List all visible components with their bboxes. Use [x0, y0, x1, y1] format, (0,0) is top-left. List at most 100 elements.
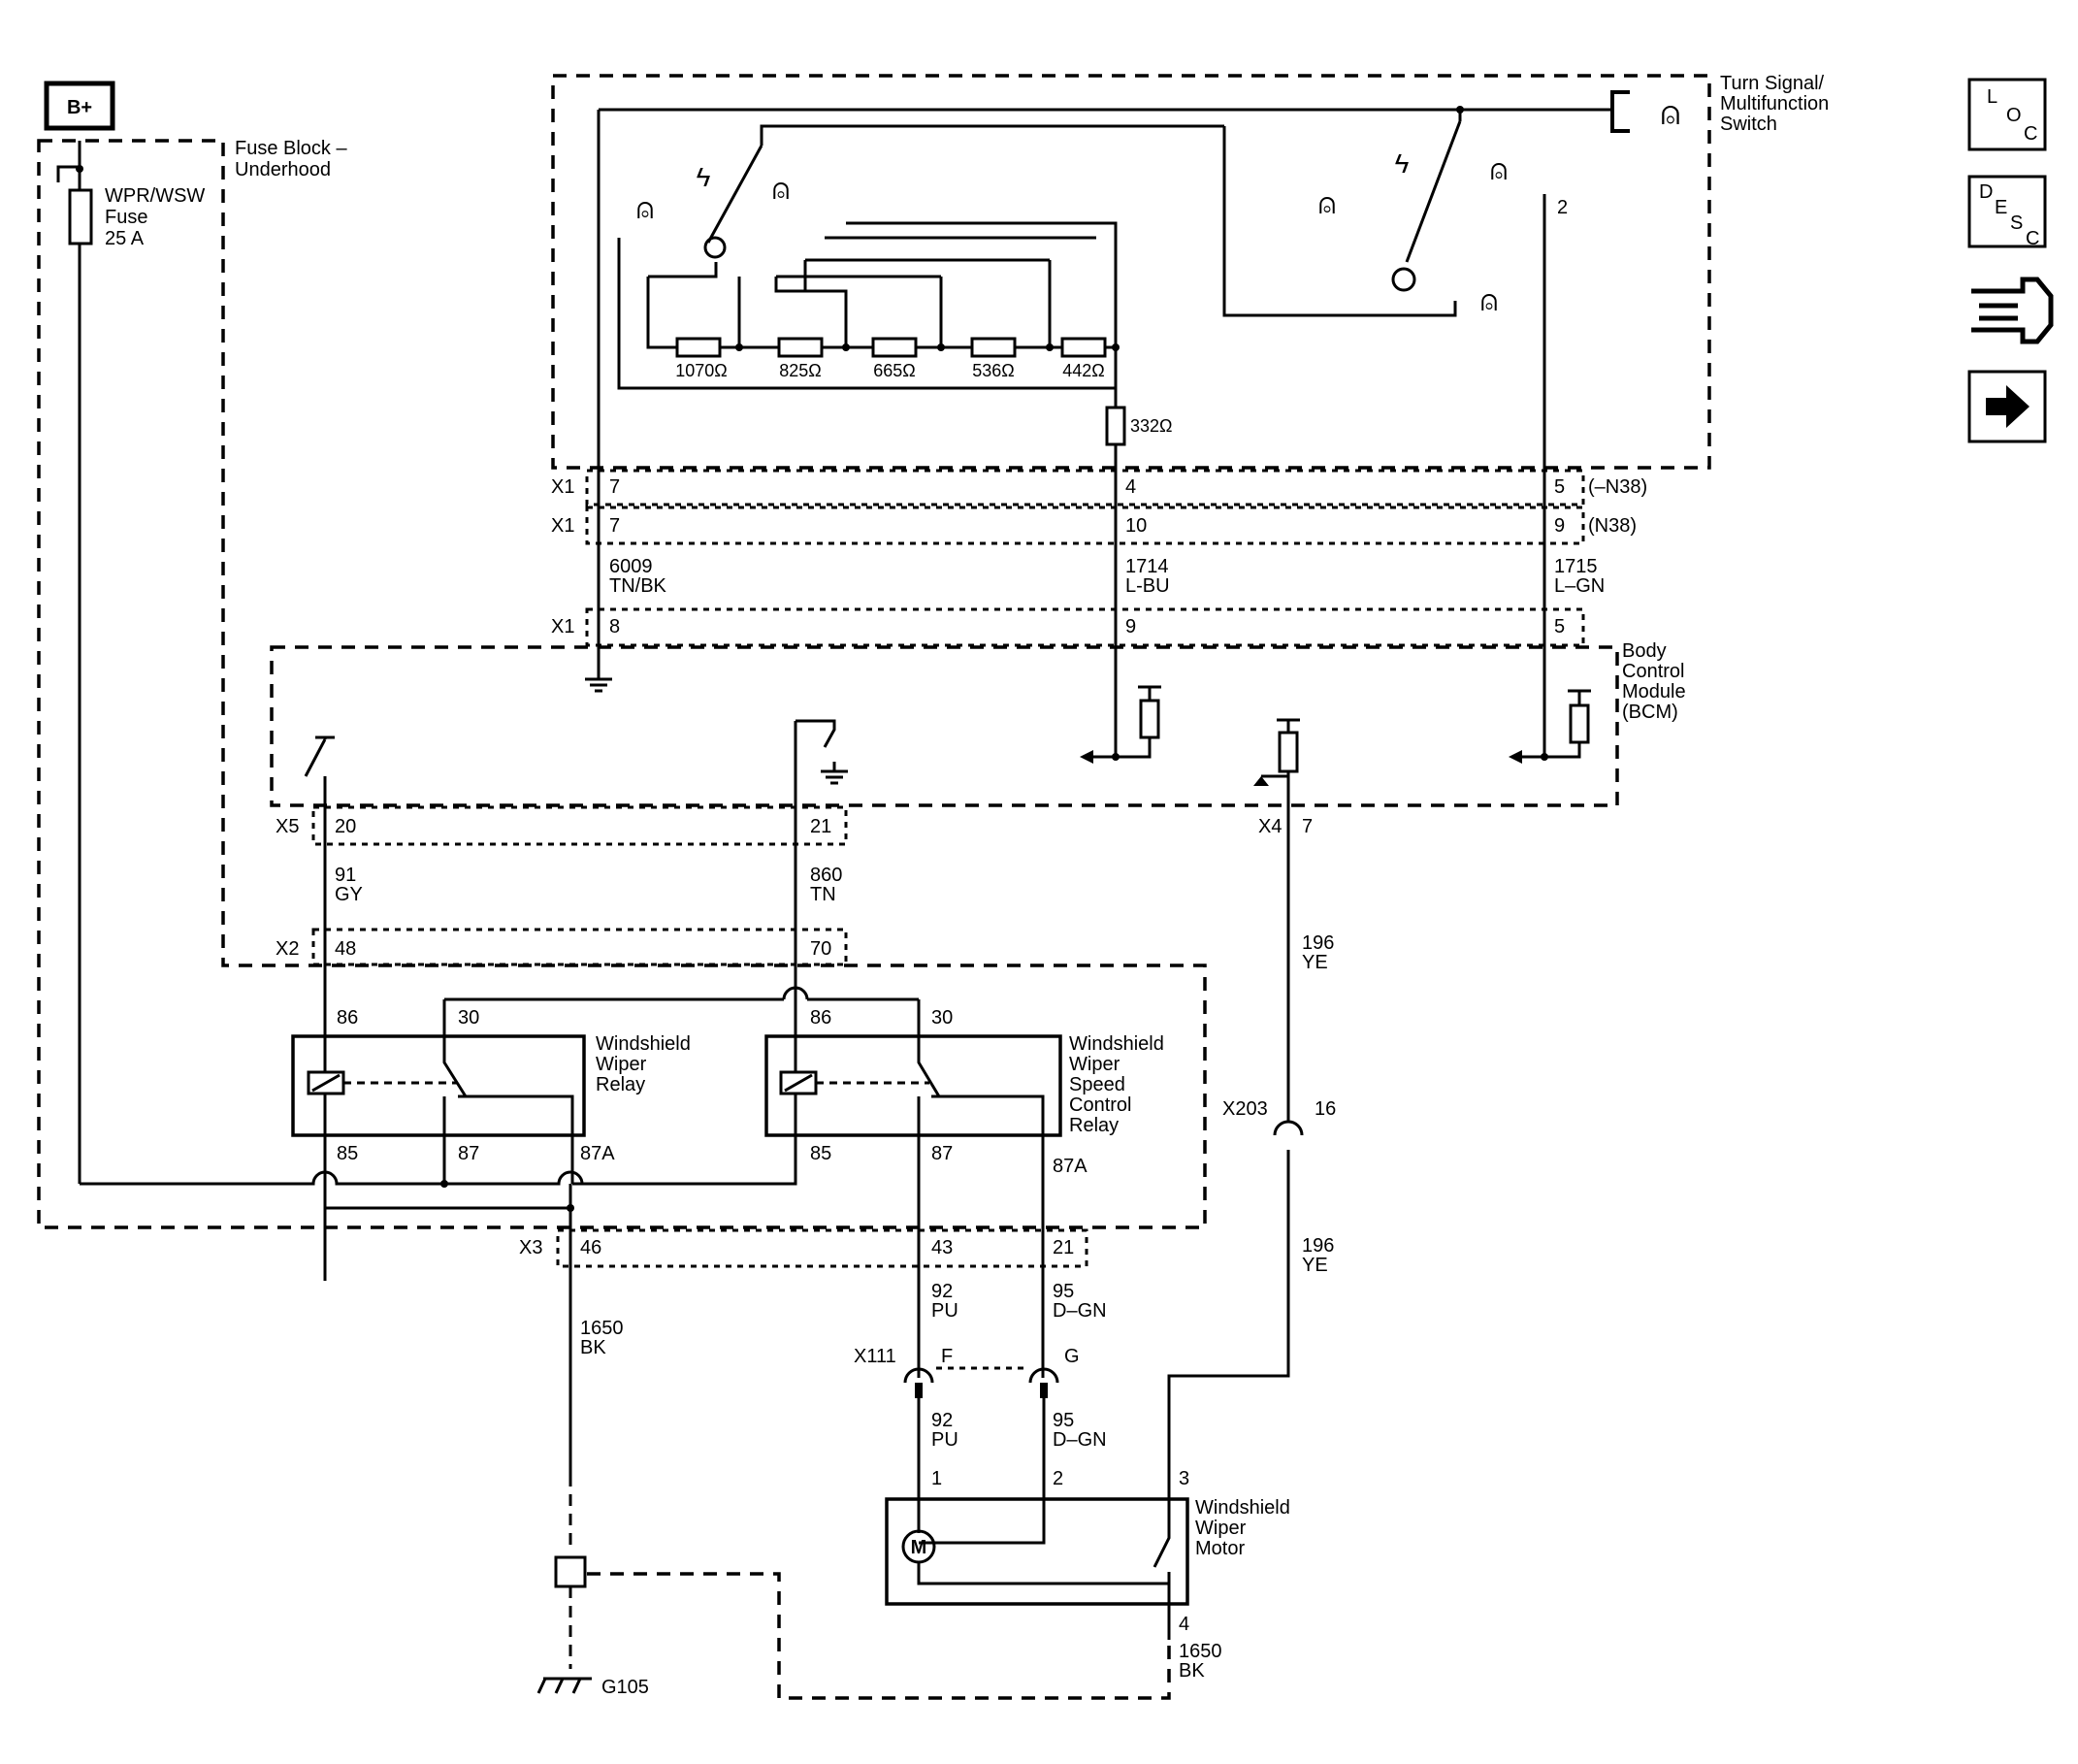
svg-text:21: 21	[1053, 1237, 1074, 1258]
x1-c-label: X1	[551, 616, 574, 637]
resistor-label-332: 332Ω	[1130, 416, 1173, 436]
resistor-665	[871, 337, 918, 358]
wiper-high-icon: ⍝	[1490, 154, 1508, 186]
svg-text:7: 7	[609, 476, 620, 498]
svg-text:87: 87	[458, 1143, 479, 1164]
resistor-label-442: 442Ω	[1062, 361, 1105, 380]
nav-icons: L O C D E S C	[1967, 78, 2054, 443]
resistor-536	[970, 337, 1017, 358]
connector-icon[interactable]	[1971, 277, 2054, 344]
resistor-442	[1060, 337, 1107, 358]
svg-text:87: 87	[931, 1143, 953, 1164]
svg-text:7: 7	[1302, 816, 1313, 837]
resistor-1070	[675, 337, 722, 358]
module-outlines	[37, 74, 1711, 1700]
battery-box	[44, 81, 115, 131]
svg-text:7: 7	[609, 515, 620, 537]
svg-text:X3: X3	[519, 1237, 542, 1258]
g105-label: G105	[601, 1677, 649, 1698]
switch-pin-2: 2	[1557, 197, 1568, 218]
svg-text:G: G	[1064, 1346, 1080, 1367]
svg-text:X4: X4	[1258, 816, 1282, 837]
svg-text:9: 9	[1125, 616, 1136, 637]
desc-icon[interactable]: D E S C	[1967, 175, 2047, 249]
svg-text:X2: X2	[276, 938, 299, 960]
resistor-label-1070: 1070Ω	[675, 361, 728, 380]
fuse-symbol	[68, 188, 93, 245]
wiper-mist-icon-2: ϟ	[1395, 148, 1410, 179]
wiper-low-icon: ⍝	[772, 174, 790, 206]
resistor-label-536: 536Ω	[972, 361, 1015, 380]
resistor-332	[1105, 406, 1126, 446]
svg-text:3: 3	[1179, 1468, 1189, 1489]
svg-text:30: 30	[931, 1007, 953, 1029]
x1-a-label: X1	[551, 476, 574, 498]
svg-text:S: S	[2010, 212, 2023, 234]
svg-text:30: 30	[458, 1007, 479, 1029]
svg-text:16: 16	[1315, 1098, 1336, 1120]
svg-text:43: 43	[931, 1237, 953, 1258]
svg-text:5: 5	[1554, 616, 1565, 637]
svg-text:X203: X203	[1222, 1098, 1268, 1120]
resistor-label-825: 825Ω	[779, 361, 822, 380]
svg-text:85: 85	[810, 1143, 831, 1164]
svg-text:8: 8	[609, 616, 620, 637]
splice-block	[554, 1555, 587, 1588]
wiper-int-icon: ⍝	[1318, 188, 1336, 220]
svg-text:85: 85	[337, 1143, 358, 1164]
svg-text:4: 4	[1179, 1614, 1189, 1635]
svg-text:21: 21	[810, 816, 831, 837]
svg-text:86: 86	[337, 1007, 358, 1029]
svg-text:46: 46	[580, 1237, 601, 1258]
wiper-off-icon: ⍝	[636, 193, 654, 225]
svg-text:87A: 87A	[580, 1143, 615, 1164]
svg-text:X5: X5	[276, 816, 299, 837]
svg-text:87A: 87A	[1053, 1156, 1088, 1177]
battery-label: B+	[67, 97, 92, 118]
svg-text:5: 5	[1554, 476, 1565, 498]
resistor-825	[777, 337, 824, 358]
svg-text:L: L	[1987, 86, 1997, 108]
svg-text:C: C	[2024, 123, 2037, 145]
svg-text:C: C	[2026, 228, 2039, 249]
svg-text:10: 10	[1125, 515, 1147, 537]
svg-text:O: O	[2006, 105, 2022, 126]
svg-text:48: 48	[335, 938, 356, 960]
wiper-icon: ⍝	[1661, 95, 1680, 132]
svg-text:20: 20	[335, 816, 356, 837]
loc-icon[interactable]: L O C	[1967, 78, 2047, 151]
svg-text:4: 4	[1125, 476, 1136, 498]
svg-text:E: E	[1995, 197, 2007, 218]
n38-minus: (–N38)	[1588, 476, 1647, 498]
next-arrow-icon[interactable]	[1967, 370, 2047, 443]
wiper-mist-icon: ϟ	[697, 162, 711, 192]
svg-text:9: 9	[1554, 515, 1565, 537]
x1-b-label: X1	[551, 515, 574, 537]
